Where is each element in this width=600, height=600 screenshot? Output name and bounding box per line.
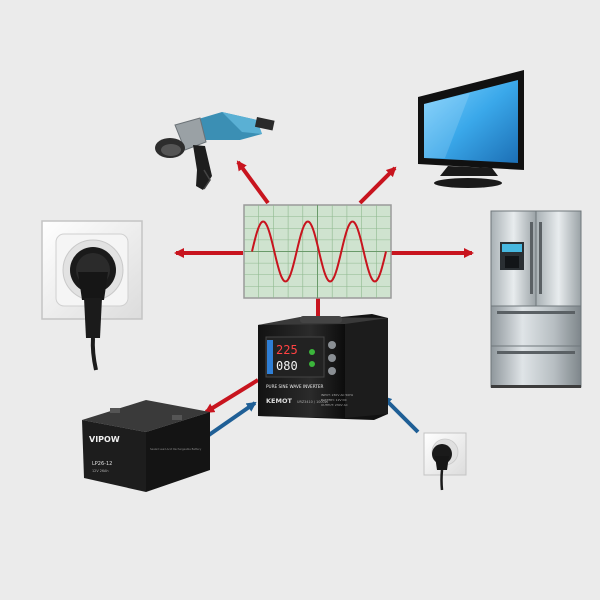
battery-model: LP26-12 (92, 461, 112, 467)
oscilloscope-icon (243, 204, 392, 299)
battery-warning: Sealed Lead-Acid Rechargeable Battery (150, 447, 202, 451)
inverter-spec-line: OUTPUT: 230V AC (321, 403, 348, 407)
inverter-spec-line: BATTERY: 12V DC (321, 398, 347, 402)
output-arrow-tv (358, 166, 397, 205)
output-arrow-grinder (236, 160, 270, 205)
output-arrow-battery (204, 378, 260, 414)
wall-socket-plug-icon (41, 220, 143, 371)
input-arrow-wall (381, 395, 420, 434)
small-wall-socket-plug-icon (423, 432, 467, 491)
inverter-title: PURE SINE WAVE INVERTER (266, 384, 324, 389)
display-bottom-value: 080 (276, 359, 298, 373)
battery-icon: VIPOW LP26-12 12V 26Ah Sealed Lead-Acid … (82, 400, 210, 492)
input-arrow-battery (204, 401, 257, 439)
inverter-spec-line: INPUT: 230V AC 50Hz (321, 393, 353, 397)
refrigerator-icon (490, 210, 582, 388)
battery-rating: 12V 26Ah (92, 469, 109, 473)
battery-brand: VIPOW (89, 435, 120, 444)
inverter-icon: 225 080 PURE SINE WAVE INVERTER KEMOT UR… (258, 314, 388, 420)
inverter-spec-lines: INPUT: 230V AC 50Hz BATTERY: 12V DC OUTP… (321, 393, 353, 407)
inverter-brand: KEMOT (266, 397, 292, 405)
inverter-model: URZ3410 / 1000W (297, 400, 329, 404)
display-top-value: 225 (276, 343, 298, 357)
angle-grinder-icon (155, 112, 275, 190)
tv-icon (418, 70, 524, 188)
